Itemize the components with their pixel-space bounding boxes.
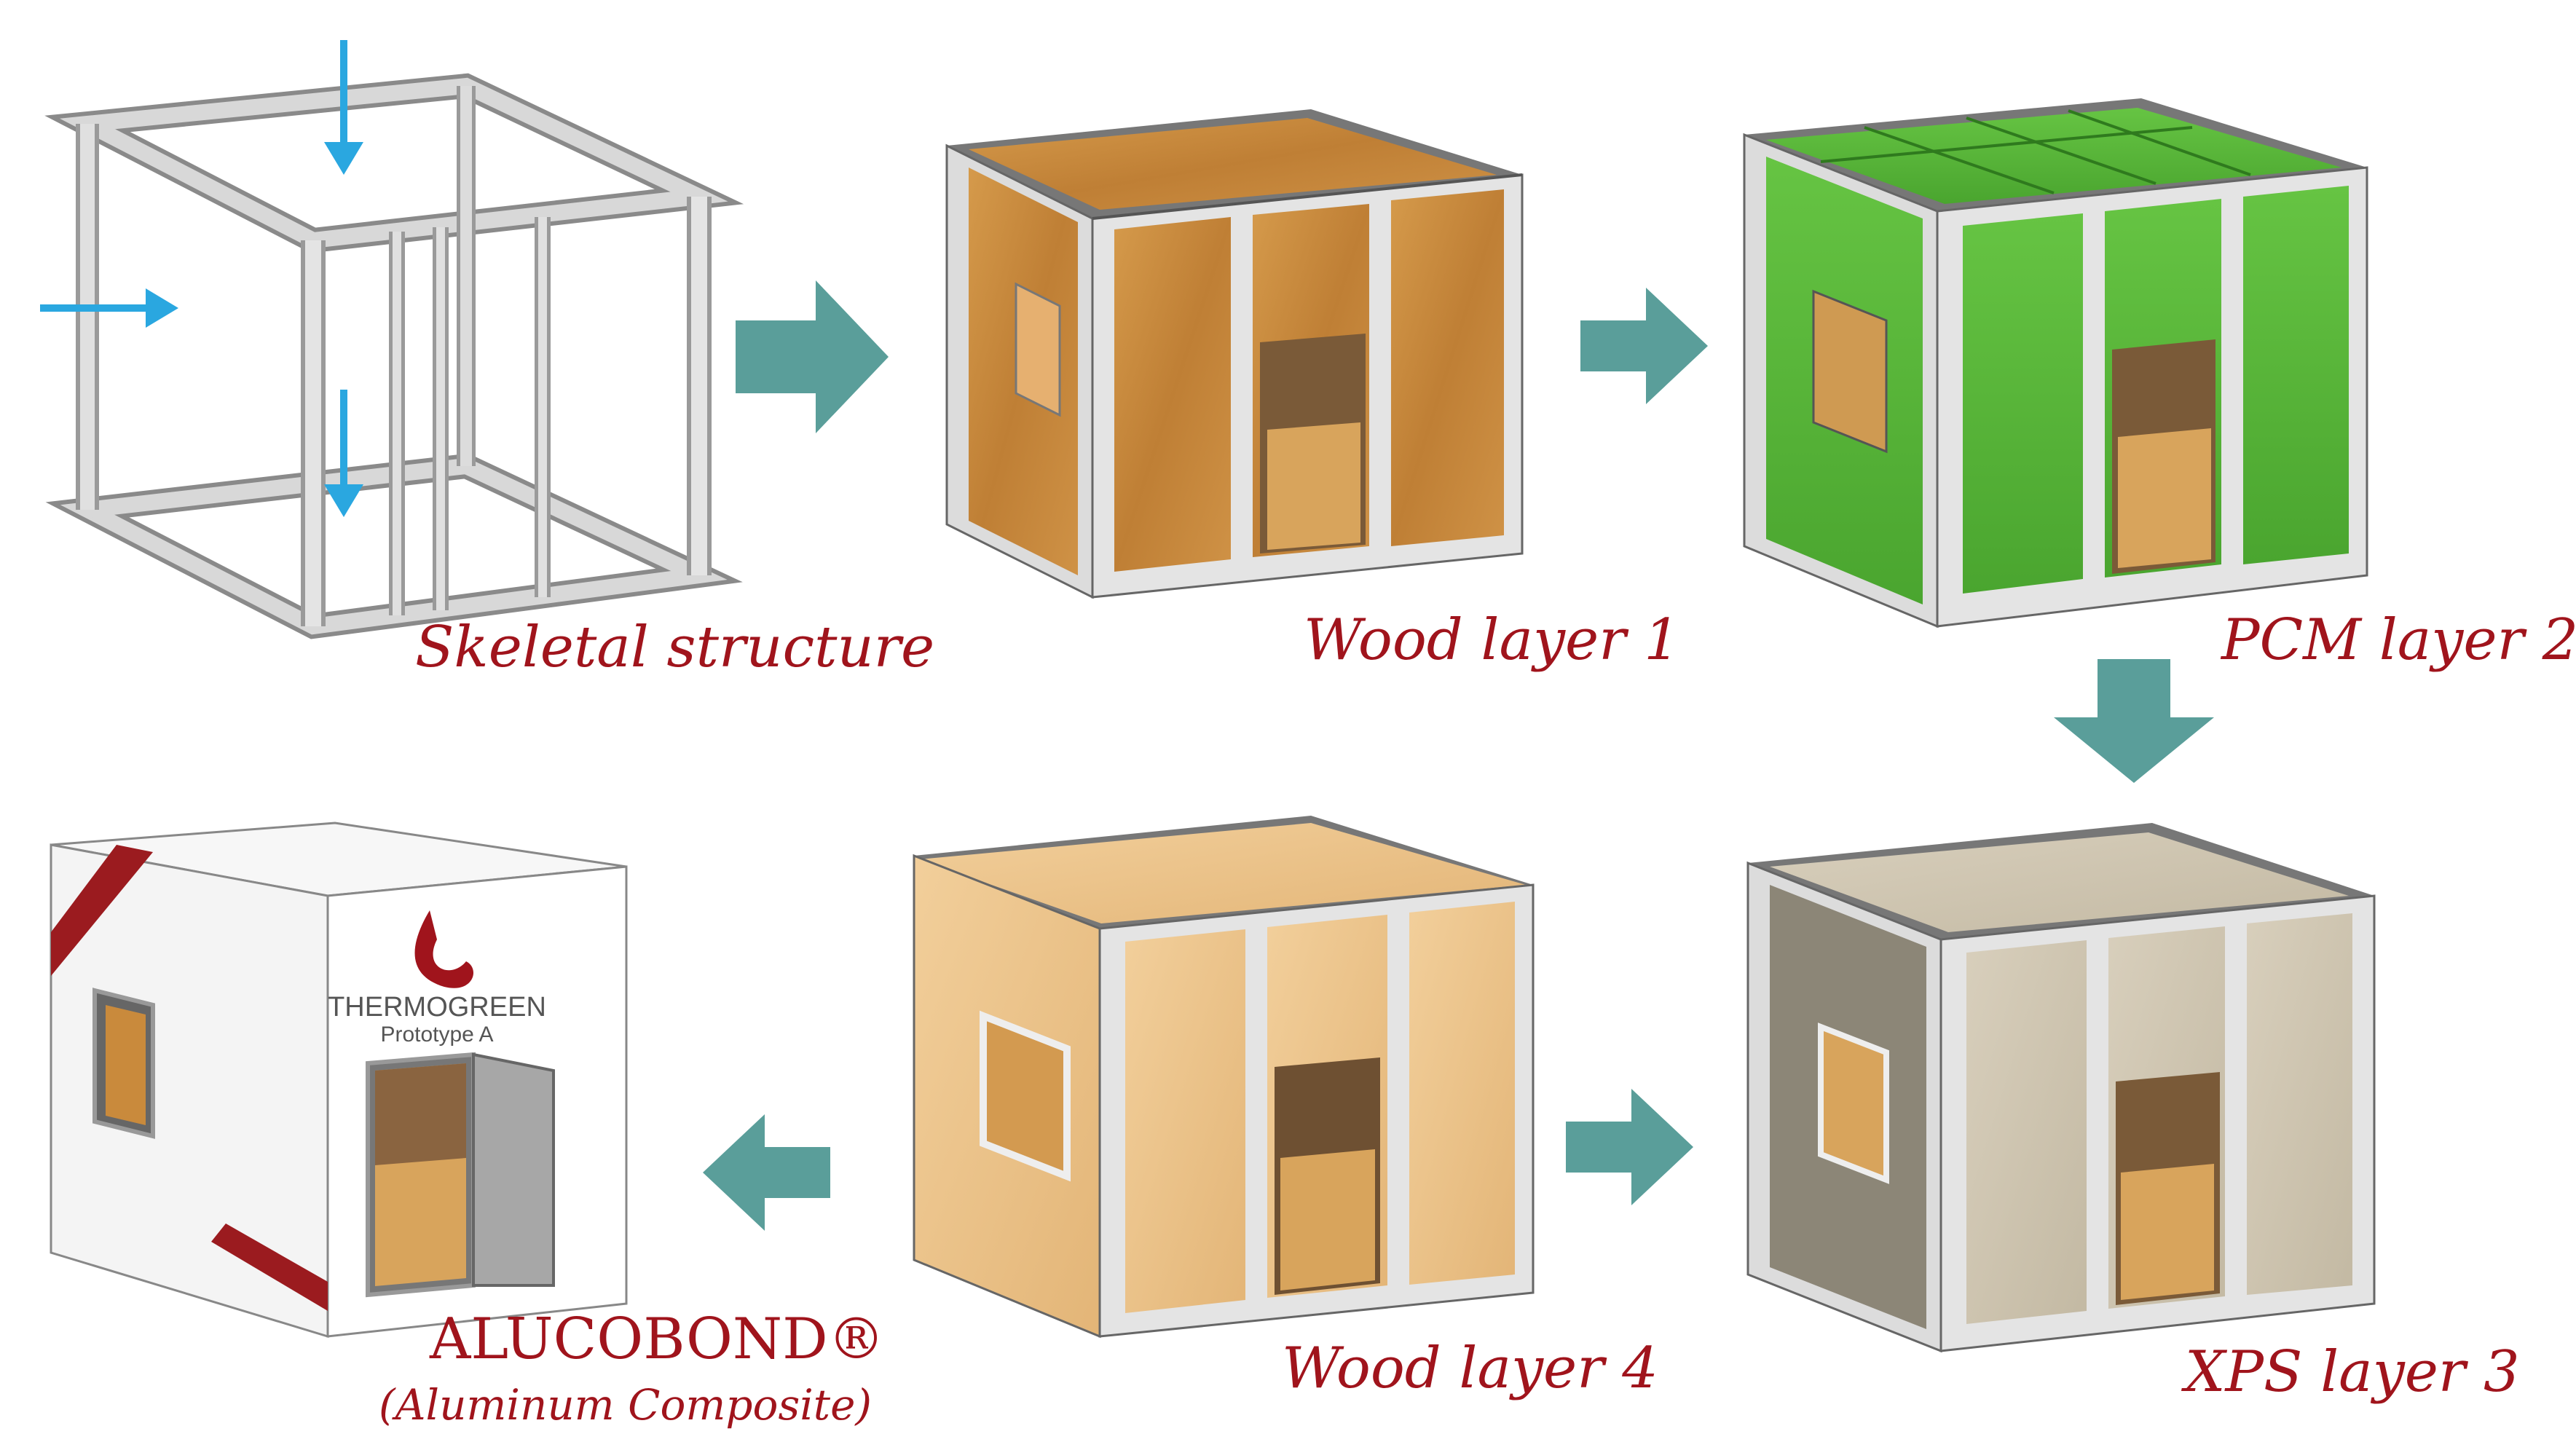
brand-name: THERMOGREEN [328,992,546,1023]
caption-aluminum-composite: (Aluminum Composite) [379,1380,873,1430]
wood-layer-4-box [913,816,1535,1339]
load-arrow-bottom [324,390,363,517]
caption-alucobond: ALUCOBOND® [430,1307,885,1372]
flow-arrow-4 [1566,1089,1693,1205]
skeletal-structure-box [40,40,744,639]
flow-arrow-5 [703,1114,830,1231]
xps-layer-3-box [1746,823,2376,1353]
pcm-layer-2-box [1743,98,2368,629]
caption-skeletal-structure: Skeletal structure [415,615,935,680]
brand-prototype: Prototype A [380,1023,493,1047]
caption-wood-layer-1: Wood layer 1 [1304,607,1680,673]
caption-wood-layer-4: Wood layer 4 [1282,1336,1658,1401]
flow-arrow-1 [736,280,889,433]
alucobond-box [50,821,628,1339]
load-arrow-top [324,40,363,175]
caption-xps-layer-3: XPS layer 3 [2185,1339,2520,1405]
flow-arrow-2 [1580,288,1708,404]
wood-layer-1-box [945,109,1524,599]
caption-pcm-layer-2: PCM layer 2 [2221,607,2576,673]
flow-arrow-3 [2054,659,2214,783]
thermogreen-logo-icon [414,910,473,988]
load-arrow-side [40,288,178,328]
